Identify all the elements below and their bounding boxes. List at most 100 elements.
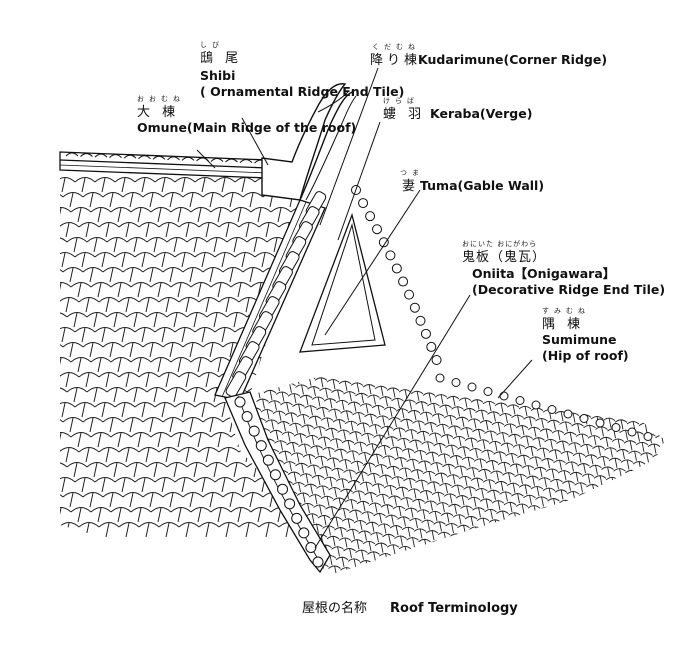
roof-tile-seam bbox=[436, 540, 439, 551]
roof-tile bbox=[60, 402, 76, 408]
roof-tile-seam bbox=[297, 357, 302, 373]
roof-tile bbox=[170, 207, 192, 213]
roof-tile-seam bbox=[443, 453, 447, 464]
roof-tile-seam bbox=[302, 413, 306, 425]
bead bbox=[404, 289, 415, 300]
roof-tile-seam bbox=[358, 208, 361, 222]
roof-tile-seam bbox=[536, 485, 540, 497]
roof-tile bbox=[166, 462, 188, 468]
roof-tile-seam bbox=[602, 583, 604, 593]
roof-tile-seam bbox=[274, 400, 277, 411]
eave-beads bbox=[435, 373, 653, 441]
roof-tile bbox=[222, 192, 244, 198]
roof-tile bbox=[206, 462, 228, 468]
roof-tile-seam bbox=[61, 477, 66, 493]
roof-tile-seam bbox=[221, 252, 226, 268]
roof-tile-seam bbox=[257, 388, 261, 399]
roof-tile-seam bbox=[137, 207, 142, 223]
roof-tile-seam bbox=[277, 207, 282, 223]
roof-tile-seam bbox=[428, 392, 432, 403]
roof-tile-seam bbox=[121, 177, 126, 193]
roof-tile-seam bbox=[593, 435, 597, 446]
roof-tile bbox=[114, 477, 136, 483]
roof-tile-seam bbox=[631, 469, 634, 480]
roof-tile bbox=[637, 471, 650, 475]
roof-tile bbox=[608, 585, 620, 588]
roof-tile-seam bbox=[368, 384, 372, 395]
roof-tile-seam bbox=[34, 388, 37, 402]
roof-tile-seam bbox=[439, 442, 442, 454]
roof-tile-seam bbox=[397, 397, 400, 408]
roof-tile bbox=[564, 589, 576, 592]
roof-tile-seam bbox=[61, 327, 66, 343]
roof-tile-seam bbox=[575, 471, 579, 482]
roof-tile-seam bbox=[548, 566, 552, 575]
roof-tile bbox=[268, 557, 281, 561]
roof-tile-seam bbox=[301, 384, 304, 395]
roof-tile-seam bbox=[277, 537, 280, 548]
roof-tile-seam bbox=[611, 555, 615, 566]
roof-tile-seam bbox=[145, 297, 150, 313]
roof-tile-seam bbox=[273, 387, 278, 403]
roof-tile bbox=[134, 402, 156, 408]
roof-tile-seam bbox=[320, 455, 324, 466]
roof-tile bbox=[634, 490, 647, 495]
roof-tile-seam bbox=[505, 491, 508, 502]
roof-tile-seam bbox=[133, 237, 138, 253]
roof-tile bbox=[39, 523, 59, 528]
roof-tile-seam bbox=[604, 564, 607, 575]
roof-tile-seam bbox=[157, 282, 162, 298]
roof-tile bbox=[395, 565, 409, 569]
roof-tile bbox=[126, 237, 148, 243]
roof-tile-seam bbox=[299, 433, 303, 444]
roof-tile-seam bbox=[620, 419, 624, 430]
eave-bead bbox=[595, 418, 605, 428]
roof-tile-seam bbox=[50, 268, 53, 282]
roof-tile bbox=[482, 557, 496, 562]
roof-tile-seam bbox=[50, 418, 53, 432]
roof-tile-seam bbox=[618, 595, 620, 605]
roof-tile-seam bbox=[271, 419, 274, 430]
roof-tile-seam bbox=[185, 222, 190, 238]
shibi-label: Shibi bbox=[200, 68, 236, 83]
roof-tile-seam bbox=[329, 476, 333, 487]
roof-tile bbox=[86, 387, 108, 393]
roof-tile-seam bbox=[284, 372, 288, 383]
roof-tile bbox=[254, 402, 276, 408]
roof-tile-seam bbox=[539, 466, 543, 477]
roof-tile-seam bbox=[644, 422, 648, 433]
roof-tile-seam bbox=[466, 505, 469, 516]
roof-tile bbox=[623, 518, 637, 523]
roof-tile-seam bbox=[394, 495, 397, 506]
roof-tile-seam bbox=[464, 554, 468, 565]
roof-tile bbox=[262, 517, 275, 521]
roof-tile-seam bbox=[370, 193, 373, 207]
roof-tile bbox=[415, 558, 428, 562]
roof-tile bbox=[617, 478, 631, 482]
roof-tile-seam bbox=[397, 554, 400, 565]
eave-bead bbox=[531, 400, 541, 410]
roof-tile bbox=[210, 432, 232, 438]
roof-tile-seam bbox=[73, 387, 78, 403]
roof-tile-seam bbox=[511, 531, 514, 542]
roof-tile bbox=[150, 282, 172, 288]
roof-tile bbox=[611, 517, 625, 521]
roof-tile bbox=[331, 358, 351, 363]
roof-tile-seam bbox=[201, 327, 206, 343]
roof-tile-seam bbox=[189, 267, 194, 283]
roof-tile-seam bbox=[137, 282, 142, 298]
roof-tile-seam bbox=[487, 528, 490, 539]
roof-tile-seam bbox=[412, 537, 415, 548]
roof-tile bbox=[565, 539, 578, 544]
roof-tile bbox=[202, 267, 224, 273]
roof-tile bbox=[198, 372, 220, 378]
roof-tile-seam bbox=[452, 474, 456, 485]
roof-tile-seam bbox=[22, 478, 25, 492]
roof-tile bbox=[154, 177, 176, 183]
roof-tile bbox=[580, 522, 593, 526]
roof-tile-seam bbox=[610, 525, 613, 536]
roof-tile bbox=[202, 342, 224, 348]
roof-tile-seam bbox=[570, 589, 572, 599]
roof-tile bbox=[526, 554, 539, 558]
roof-tile-seam bbox=[257, 544, 261, 556]
